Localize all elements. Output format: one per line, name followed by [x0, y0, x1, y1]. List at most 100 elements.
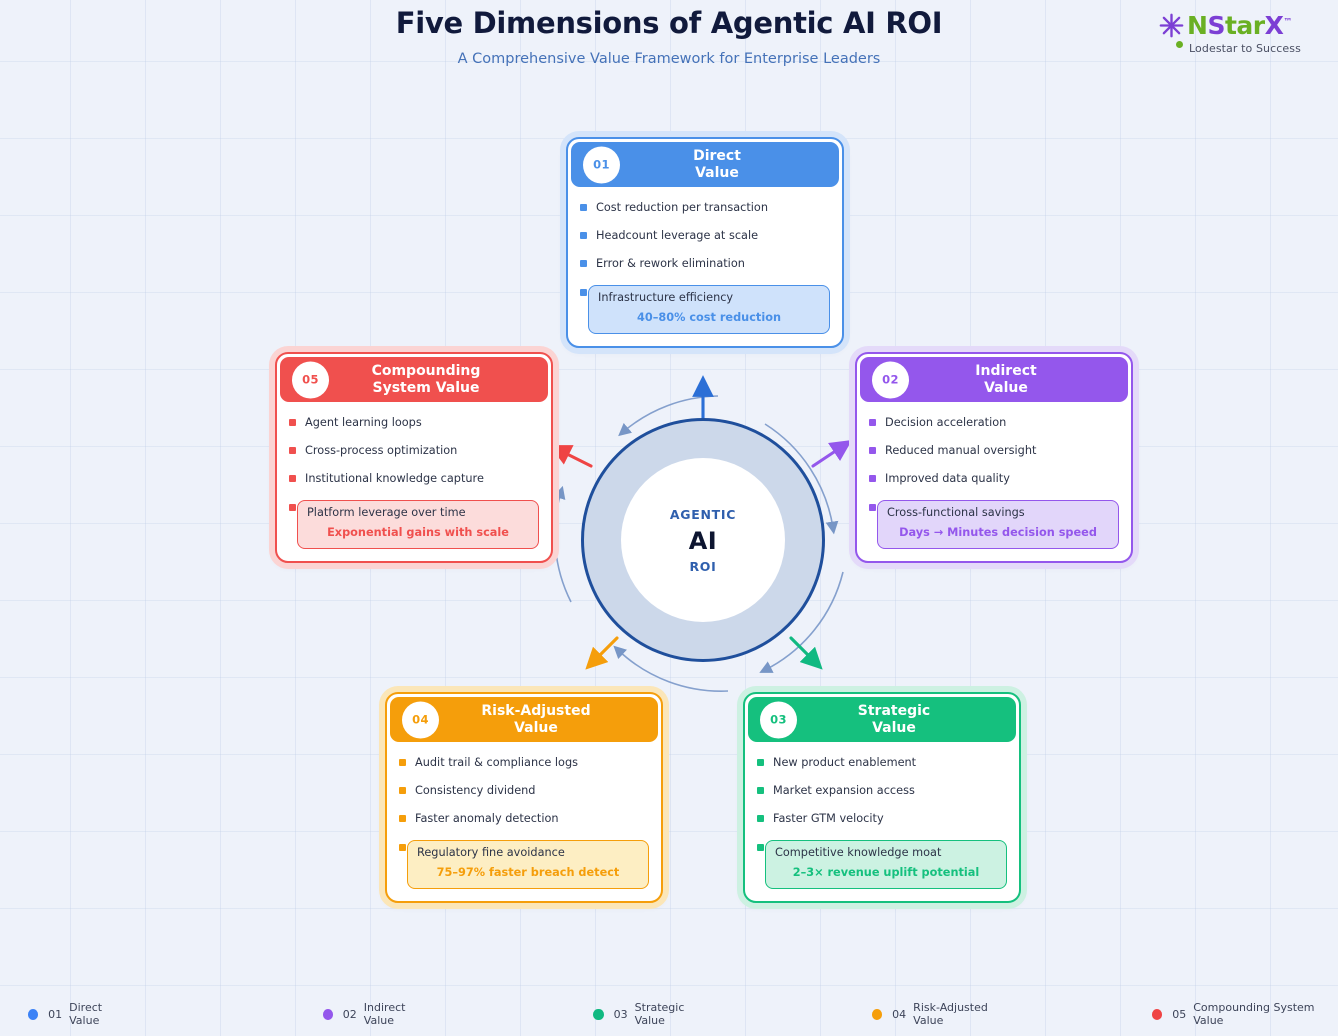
logo-tagline: Lodestar to Success	[1189, 42, 1301, 55]
card-body: Agent learning loops Cross-process optim…	[277, 405, 551, 561]
hub-arrows	[549, 375, 853, 692]
card-bullet: Cross-process optimization	[289, 444, 539, 457]
card-body: New product enablement Market expansion …	[745, 745, 1019, 901]
bullet-text: Audit trail & compliance logs	[415, 756, 578, 769]
bullet-text: Consistency dividend	[415, 784, 536, 797]
metric-box: Competitive knowledge moat 2–3× revenue …	[765, 840, 1007, 889]
card-title: Indirect Value	[975, 362, 1037, 396]
legend-number: 05	[1172, 1007, 1187, 1021]
card-bullet: Headcount leverage at scale	[580, 229, 830, 242]
bullet-marker-icon	[757, 787, 764, 794]
bullet-text: Faster anomaly detection	[415, 812, 559, 825]
card-title: Risk-Adjusted Value	[481, 702, 591, 736]
bullet-text: New product enablement	[773, 756, 917, 769]
bullet-marker-icon	[399, 844, 406, 851]
legend-label: Risk-Adjusted Value	[913, 1001, 988, 1027]
logo-letters-tar: tar	[1224, 10, 1265, 40]
bullet-marker-icon	[289, 447, 296, 454]
legend-label: Direct Value	[69, 1001, 103, 1027]
logo-letter-n: N	[1187, 10, 1208, 40]
logo-letter-s: S	[1207, 10, 1225, 40]
card-body: Audit trail & compliance logs Consistenc…	[387, 745, 661, 901]
bullet-text: Error & rework elimination	[596, 257, 745, 270]
card-header: 02 Indirect Value	[860, 357, 1128, 402]
legend-item-04[interactable]: 04 Risk-Adjusted Value	[871, 1001, 1014, 1027]
dimension-card-01[interactable]: 01 Direct Value Cost reduction per trans…	[566, 137, 844, 348]
asterisk-star-icon	[1159, 13, 1184, 37]
legend-number: 02	[342, 1007, 357, 1021]
metric-label: Competitive knowledge moat	[775, 846, 942, 859]
nstarx-logo: NStarX™ Lodestar to Success	[1158, 10, 1326, 56]
metric-label: Cross-functional savings	[887, 506, 1025, 519]
card-metric: Competitive knowledge moat 2–3× revenue …	[757, 840, 1007, 889]
card-number-badge: 05	[292, 361, 329, 398]
metric-box: Infrastructure efficiency 40–80% cost re…	[588, 285, 830, 334]
bullet-text: Market expansion access	[773, 784, 915, 797]
bullet-marker-icon	[580, 232, 587, 239]
card-bullet: Error & rework elimination	[580, 257, 830, 270]
metric-value: Days → Minutes decision speed	[899, 526, 1097, 539]
metric-label: Infrastructure efficiency	[598, 291, 734, 304]
card-header: 01 Direct Value	[571, 142, 839, 187]
legend: 01 Direct Value 02 Indirect Value 03 Str…	[0, 1001, 1338, 1027]
card-body: Cost reduction per transaction Headcount…	[568, 190, 842, 346]
card-bullet: Consistency dividend	[399, 784, 649, 797]
metric-value: 40–80% cost reduction	[637, 311, 781, 324]
legend-label: Strategic Value	[634, 1001, 685, 1027]
card-bullet: Agent learning loops	[289, 416, 539, 429]
legend-item-01[interactable]: 01 Direct Value	[28, 1001, 131, 1027]
legend-number: 03	[613, 1007, 628, 1021]
card-number-badge: 02	[872, 361, 909, 398]
bullet-text: Agent learning loops	[305, 416, 422, 429]
dimension-card-02[interactable]: 02 Indirect Value Decision acceleration …	[855, 352, 1133, 563]
dimension-card-05[interactable]: 05 Compounding System Value Agent learni…	[275, 352, 553, 563]
card-metric: Infrastructure efficiency 40–80% cost re…	[580, 285, 830, 334]
hub-core: AGENTIC AI ROI	[621, 458, 785, 622]
card-title: Compounding System Value	[371, 362, 481, 396]
logo-accent-dot	[1176, 41, 1183, 48]
bullet-marker-icon	[869, 504, 876, 511]
card-metric: Regulatory fine avoidance 75–97% faster …	[399, 840, 649, 889]
card-bullet: Faster GTM velocity	[757, 812, 1007, 825]
metric-box: Cross-functional savings Days → Minutes …	[877, 500, 1119, 549]
card-bullet: Cost reduction per transaction	[580, 201, 830, 214]
legend-dot-icon	[322, 1008, 333, 1020]
metric-value: 75–97% faster breach detect	[436, 866, 620, 879]
metric-label: Regulatory fine avoidance	[417, 846, 565, 859]
legend-item-03[interactable]: 03 Strategic Value	[593, 1001, 711, 1027]
bullet-text: Reduced manual oversight	[885, 444, 1037, 457]
bullet-marker-icon	[580, 289, 587, 296]
legend-number: 01	[48, 1007, 63, 1021]
bullet-text: Improved data quality	[885, 472, 1010, 485]
bullet-marker-icon	[399, 787, 406, 794]
metric-box: Regulatory fine avoidance 75–97% faster …	[407, 840, 649, 889]
dimension-card-04[interactable]: 04 Risk-Adjusted Value Audit trail & com…	[385, 692, 663, 903]
bullet-marker-icon	[289, 475, 296, 482]
card-header: 03 Strategic Value	[748, 697, 1016, 742]
bullet-text: Institutional knowledge capture	[305, 472, 484, 485]
card-number-badge: 01	[583, 146, 620, 183]
bullet-marker-icon	[289, 504, 296, 511]
legend-dot-icon	[593, 1008, 604, 1020]
legend-dot-icon	[28, 1008, 39, 1020]
legend-label: Compounding System Value	[1193, 1001, 1315, 1027]
center-hub: AGENTIC AI ROI	[549, 375, 853, 692]
legend-number: 04	[892, 1007, 907, 1021]
page-title: Five Dimensions of Agentic AI ROI	[395, 6, 943, 40]
hub-line-ai: AI	[688, 526, 718, 555]
bullet-marker-icon	[289, 419, 296, 426]
card-bullet: Institutional knowledge capture	[289, 472, 539, 485]
bullet-marker-icon	[580, 260, 587, 267]
legend-item-02[interactable]: 02 Indirect Value	[322, 1001, 434, 1027]
bullet-marker-icon	[399, 815, 406, 822]
dimension-card-03[interactable]: 03 Strategic Value New product enablemen…	[743, 692, 1021, 903]
card-number-badge: 04	[402, 701, 439, 738]
page-subtitle: A Comprehensive Value Framework for Ente…	[457, 51, 881, 67]
card-bullet: New product enablement	[757, 756, 1007, 769]
bullet-text: Decision acceleration	[885, 416, 1007, 429]
bullet-marker-icon	[757, 844, 764, 851]
bullet-marker-icon	[580, 204, 587, 211]
legend-item-05[interactable]: 05 Compounding System Value	[1151, 1001, 1338, 1027]
logo-trademark: ™	[1283, 17, 1292, 28]
card-number-badge: 03	[760, 701, 797, 738]
